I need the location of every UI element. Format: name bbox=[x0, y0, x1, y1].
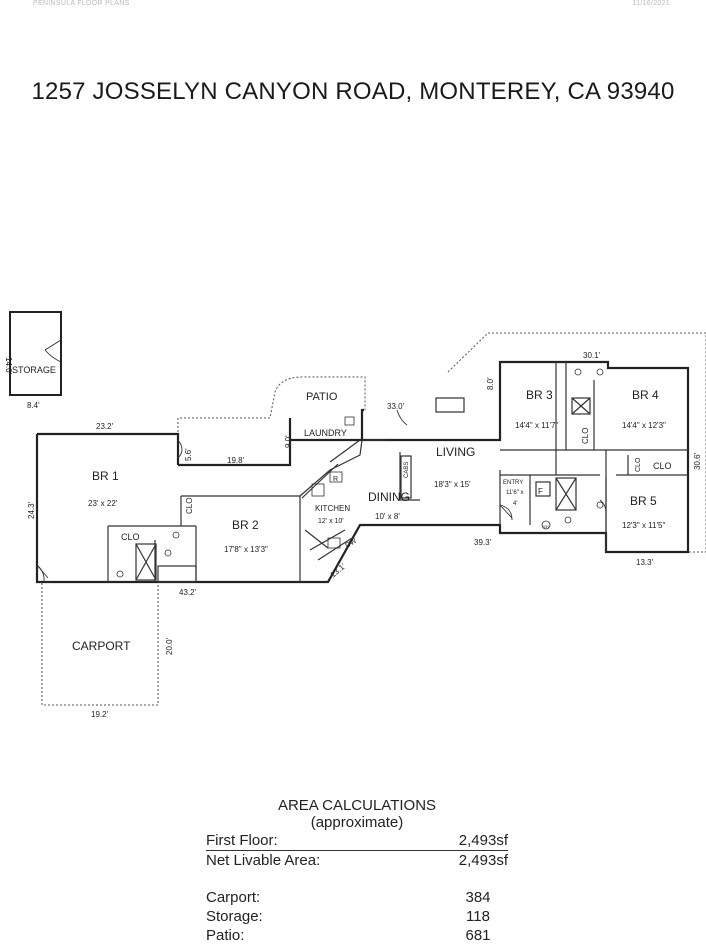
br3-label: BR 3 bbox=[526, 388, 553, 402]
patio-label: PATIO bbox=[306, 391, 338, 403]
area-label: Storage: bbox=[206, 908, 263, 925]
patio-outline bbox=[177, 376, 366, 440]
dim-30-1: 30.1' bbox=[583, 351, 601, 360]
area-row-patio: Patio: 681 bbox=[206, 926, 508, 945]
area-heading: AREA CALCULATIONS bbox=[277, 797, 437, 814]
entry-size-b: 4' bbox=[513, 501, 517, 507]
rear-patio-outline bbox=[447, 332, 706, 553]
living-size: 18'3" x 15' bbox=[434, 480, 471, 489]
room-labels: STORAGE CARPORT PATIO LAUNDRY BR 1 23' x… bbox=[12, 365, 672, 653]
dashed-outlines bbox=[41, 332, 706, 706]
dim-13-1: 13.1' bbox=[329, 561, 348, 579]
carport-outline bbox=[41, 583, 159, 706]
dim-19-8: 19.8' bbox=[227, 456, 245, 465]
fixtures bbox=[116, 368, 604, 578]
dim-5-6: 5.6' bbox=[184, 448, 193, 461]
area-value: 384 bbox=[465, 889, 491, 906]
dim-9-0: 9.0' bbox=[284, 435, 293, 448]
water-heater-label: WH bbox=[542, 524, 549, 529]
address-title: 1257 JOSSELYN CANYON ROAD, MONTEREY, CA … bbox=[31, 78, 675, 105]
dim-storage-width: 8.4' bbox=[27, 401, 40, 410]
area-row-storage: Storage: 118 bbox=[206, 907, 508, 926]
dim-storage-height: 14.0' bbox=[4, 357, 13, 375]
sink-icon bbox=[564, 516, 572, 524]
br5-label: BR 5 bbox=[630, 494, 657, 508]
sink-icon bbox=[164, 549, 172, 557]
cabinets-label: CABS bbox=[404, 462, 410, 478]
br4-closet-label: CLO bbox=[653, 461, 672, 471]
storage-label: STORAGE bbox=[12, 365, 56, 375]
company-header: PENINSULA FLOOR PLANS bbox=[33, 0, 130, 7]
sink-icon bbox=[172, 531, 180, 539]
br4-closet-small-label: CLO bbox=[635, 457, 642, 472]
dishwasher-label: DW bbox=[344, 537, 358, 549]
area-value: 681 bbox=[465, 927, 491, 944]
area-label: Patio: bbox=[206, 927, 245, 944]
area-label: Carport: bbox=[206, 889, 261, 906]
sink-icon bbox=[596, 368, 604, 376]
area-value: 118 bbox=[466, 908, 490, 925]
br4-size: 14'4" x 12'3" bbox=[622, 421, 666, 430]
exterior-walls bbox=[35, 360, 690, 584]
door-swings bbox=[36, 409, 607, 583]
dimension-labels: 14.0' 8.4' 23.2' 5.6' 19.8' 9.0' 33.0' 8… bbox=[4, 351, 702, 719]
br3-size: 14'4" x 11'7" bbox=[515, 421, 558, 430]
br2-label: BR 2 bbox=[232, 518, 259, 532]
dim-19-2: 19.2' bbox=[91, 710, 109, 719]
entry-label: ENTRY bbox=[503, 480, 523, 486]
br5-size: 12'3" x 11'5" bbox=[622, 521, 665, 530]
br2-size: 17'8" x 13'3" bbox=[224, 545, 268, 554]
washer-icon bbox=[344, 416, 355, 426]
area-value: 2,493sf bbox=[458, 852, 508, 869]
fireplace-label: F bbox=[538, 487, 543, 496]
dim-43-2: 43.2' bbox=[179, 588, 197, 597]
toilet-icon bbox=[596, 501, 604, 509]
br2-closet-label: CLO bbox=[185, 498, 194, 514]
dining-label: DINING bbox=[368, 490, 410, 504]
area-row-first-floor: First Floor: 2,493sf bbox=[206, 831, 508, 851]
dim-39-3: 39.3' bbox=[474, 538, 492, 547]
kitchen-label: KITCHEN bbox=[315, 504, 350, 513]
br3-closet-label: CLO bbox=[581, 428, 590, 444]
area-calculations: AREA CALCULATIONS (approximate) First Fl… bbox=[206, 797, 508, 945]
dim-8-0: 8.0' bbox=[486, 377, 495, 390]
br4-label: BR 4 bbox=[632, 388, 659, 402]
dim-30-6: 30.6' bbox=[693, 452, 702, 470]
area-subheading: (approximate) bbox=[310, 814, 404, 831]
water-heater-icon bbox=[541, 520, 551, 530]
sink-kitchen-icon bbox=[327, 537, 341, 549]
area-row-net-livable: Net Livable Area: 2,493sf bbox=[206, 851, 508, 870]
br1-closet-label: CLO bbox=[121, 532, 140, 542]
dim-20-0: 20.0' bbox=[165, 637, 174, 655]
date-header: 11/16/2021 bbox=[632, 0, 670, 7]
laundry-label: LAUNDRY bbox=[304, 428, 347, 438]
toilet-icon bbox=[116, 570, 124, 578]
carport-label: CARPORT bbox=[72, 639, 131, 653]
toilet-icon bbox=[574, 368, 582, 376]
area-row-carport: Carport: 384 bbox=[206, 888, 508, 907]
refrigerator-label: R bbox=[333, 476, 338, 483]
dim-24-3: 24.3' bbox=[27, 501, 36, 519]
dim-33-0: 33.0' bbox=[387, 402, 405, 411]
area-label: First Floor: bbox=[206, 832, 278, 849]
storage-shed bbox=[9, 311, 62, 396]
refrigerator-icon bbox=[329, 471, 343, 483]
area-value: 2,493sf bbox=[458, 832, 508, 849]
dining-size: 10' x 8' bbox=[375, 512, 400, 521]
dim-13-3: 13.3' bbox=[636, 558, 654, 567]
interior-walls bbox=[107, 362, 688, 583]
living-label: LIVING bbox=[436, 445, 475, 459]
br1-label: BR 1 bbox=[92, 469, 119, 483]
kitchen-size: 12' x 10' bbox=[318, 518, 344, 525]
br1-size: 23' x 22' bbox=[88, 499, 118, 508]
area-label: Net Livable Area: bbox=[206, 852, 321, 869]
dim-23-2: 23.2' bbox=[96, 422, 114, 431]
entry-size-a: 11'6" x bbox=[506, 490, 524, 496]
stove-icon bbox=[311, 483, 325, 497]
